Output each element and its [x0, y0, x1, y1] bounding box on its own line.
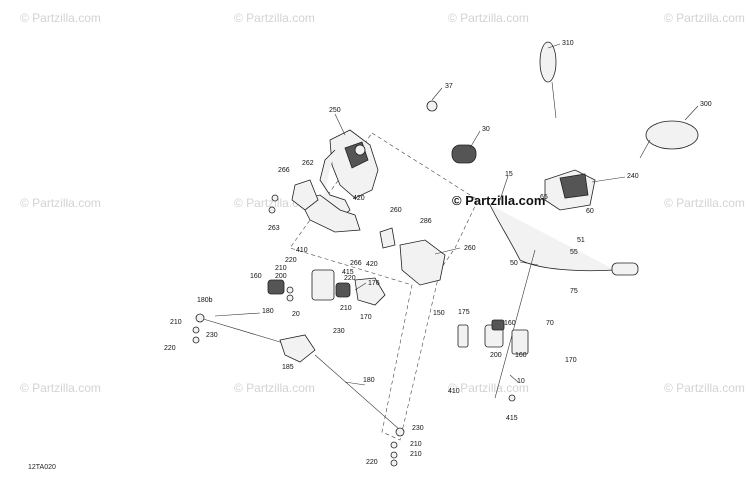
watermark: © Partzilla.com: [448, 11, 529, 25]
watermark: © Partzilla.com: [234, 381, 315, 395]
callout-label: 20: [292, 311, 300, 318]
steering-motor-group: [268, 129, 379, 233]
assembly-outline: [289, 132, 479, 441]
watermark: © Partzilla.com: [448, 381, 529, 395]
callout-label: 185: [282, 364, 294, 371]
callout-label: 160: [504, 320, 516, 327]
callout-label: 160: [515, 352, 527, 359]
callout-label: 65: [540, 194, 548, 201]
callout-label: 51: [577, 237, 585, 244]
callout-label: 60: [586, 208, 594, 215]
callout-label: 210: [170, 319, 182, 326]
callout-label: 260: [390, 207, 402, 214]
tie-rods: [192, 313, 405, 467]
callout-label: 410: [296, 247, 308, 254]
callout-label: 170: [565, 357, 577, 364]
callout-label: 160: [250, 273, 262, 280]
callout-label: 150: [433, 310, 445, 317]
callout-label: 180: [363, 377, 375, 384]
callout-label: 30: [482, 126, 490, 133]
watermark: © Partzilla.com: [20, 196, 101, 210]
callout-label: 310: [562, 40, 574, 47]
handlebar-group: [426, 41, 699, 402]
callout-label: 286: [420, 218, 432, 225]
callout-label: 250: [329, 107, 341, 114]
callout-label: 420: [366, 261, 378, 268]
callout-label: 300: [700, 101, 712, 108]
callout-label: 420: [353, 195, 365, 202]
center-watermark: © Partzilla.com: [452, 193, 545, 208]
callout-label: 230: [412, 425, 424, 432]
watermark: © Partzilla.com: [664, 196, 745, 210]
callout-label: 175: [458, 309, 470, 316]
callout-label: 230: [206, 332, 218, 339]
watermark: © Partzilla.com: [20, 381, 101, 395]
middle-linkage-group: [267, 227, 446, 306]
callout-label: 230: [333, 328, 345, 335]
callout-label: 200: [490, 352, 502, 359]
callout-label: 240: [627, 173, 639, 180]
callout-label: 210: [410, 451, 422, 458]
callout-label: 50: [510, 260, 518, 267]
callout-label: 210: [275, 265, 287, 272]
callout-label: 415: [342, 269, 354, 276]
callout-label: 220: [366, 459, 378, 466]
callout-label: 220: [164, 345, 176, 352]
leader-lines: [214, 43, 699, 386]
callout-label: 266: [278, 167, 290, 174]
callout-label: 210: [340, 305, 352, 312]
callout-label: 266: [350, 260, 362, 267]
callout-label: 200: [275, 273, 287, 280]
callout-label: 37: [445, 83, 453, 90]
callout-label: 220: [344, 275, 356, 282]
callout-label: 220: [285, 257, 297, 264]
callout-label: 260: [464, 245, 476, 252]
callout-label: 180b: [197, 297, 213, 304]
watermarks: © Partzilla.com © Partzilla.com © Partzi…: [20, 11, 745, 395]
callout-label: 75: [570, 288, 578, 295]
callout-label: 70: [546, 320, 554, 327]
callout-label: 176: [368, 280, 380, 287]
callout-label: 180: [262, 308, 274, 315]
callout-label: 262: [302, 160, 314, 167]
diagram-code: 12TA020: [28, 464, 56, 471]
watermark: © Partzilla.com: [664, 11, 745, 25]
callout-label: 55: [570, 249, 578, 256]
callout-label: 415: [506, 415, 518, 422]
callout-label: 15: [505, 171, 513, 178]
callout-label: 170: [360, 314, 372, 321]
callout-label: 410: [448, 388, 460, 395]
watermark: © Partzilla.com: [234, 11, 315, 25]
callout-labels: 310 37 300 250 30 240 266 262 420 15 65 …: [164, 40, 712, 466]
watermark: © Partzilla.com: [20, 11, 101, 25]
callout-label: 263: [268, 225, 280, 232]
callout-label: 210: [410, 441, 422, 448]
callout-label: 10: [517, 378, 525, 385]
watermark: © Partzilla.com: [664, 381, 745, 395]
